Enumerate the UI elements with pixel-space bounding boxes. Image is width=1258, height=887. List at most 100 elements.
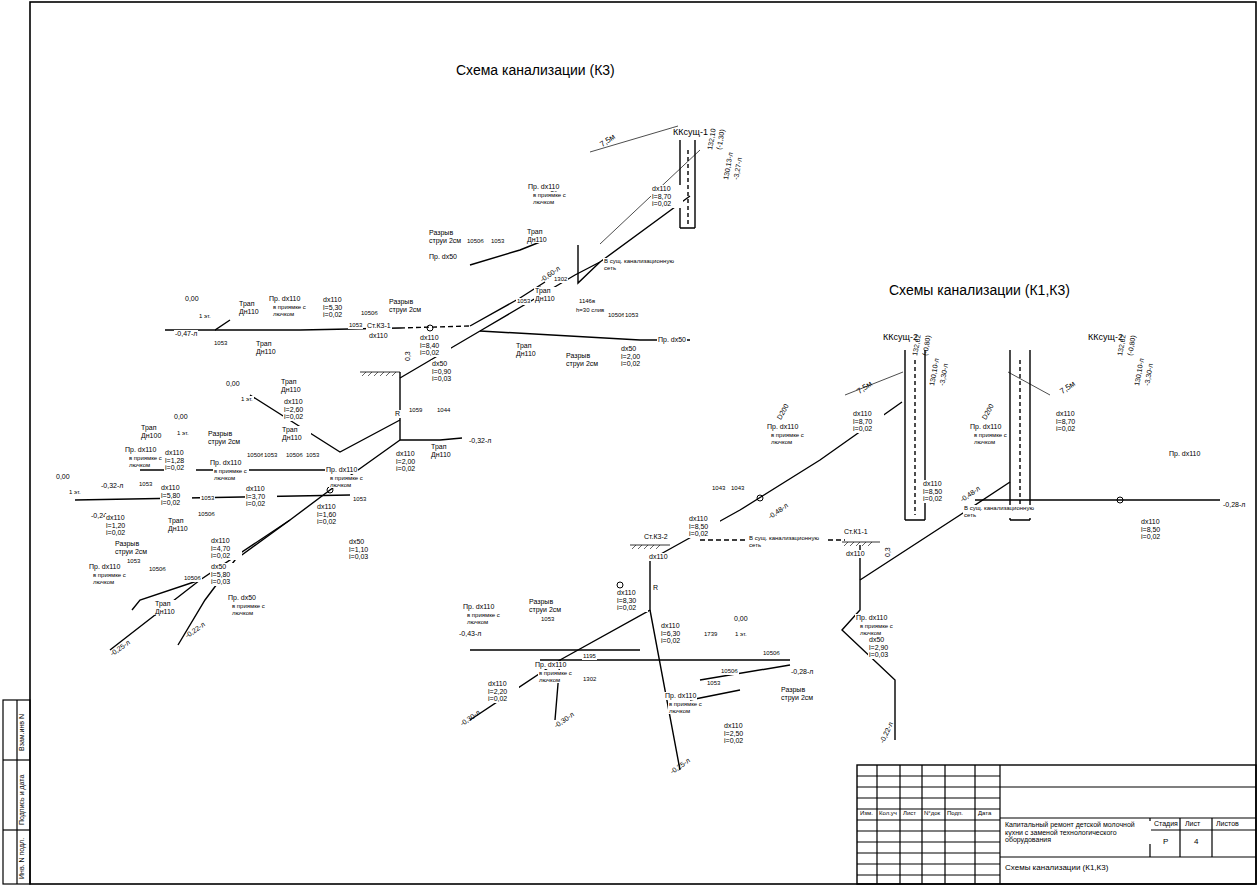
equipment-number: 1050б bbox=[762, 650, 781, 657]
elevation-mark: -0,43-л bbox=[458, 630, 482, 638]
pipe-label: в приямке с лючком bbox=[128, 455, 164, 468]
equipment-number: 1044 bbox=[436, 407, 451, 414]
pipe-label: Разрыв струи 2см bbox=[428, 229, 466, 244]
pipe-label: ККсущ-1 bbox=[672, 128, 709, 138]
equipment-number: 1146в bbox=[578, 298, 596, 305]
elevation-mark: -0,22-л bbox=[878, 720, 895, 745]
pipe-label: Пр. dx50 bbox=[227, 594, 257, 602]
pipe-label: Трап Дн100 bbox=[140, 424, 170, 439]
pipe-label: Дата bbox=[977, 810, 992, 817]
elevation-mark: 0,3 bbox=[884, 546, 892, 558]
pipe-label: в приямке с лючком bbox=[532, 192, 568, 205]
pipe-label: h=30 слив bbox=[575, 307, 605, 314]
pipe-label: 1 эт. bbox=[176, 430, 190, 437]
elevation-mark: -0,28-л bbox=[790, 668, 814, 676]
pipe-label: Кол.уч bbox=[878, 810, 898, 817]
pipe-label: dx110 l=8,40 i=0,02 bbox=[419, 334, 451, 357]
equipment-number: 1053 bbox=[706, 680, 721, 687]
pipe-label: Пр. dx110 bbox=[527, 183, 560, 191]
pipe-label: Ст.К3-2 bbox=[643, 533, 669, 541]
equipment-number: 1053 bbox=[348, 322, 363, 329]
pipe-label: Пр. dx110 bbox=[534, 661, 567, 669]
elevation-mark: -3,30-л bbox=[938, 362, 950, 387]
equipment-number: 1053 bbox=[540, 616, 555, 623]
elevation-mark: -0,30-л bbox=[458, 708, 482, 728]
pipe-label: Пр. dx110 bbox=[268, 295, 301, 303]
elevation-mark: -0,48-л bbox=[766, 501, 790, 521]
equipment-number: 1053 bbox=[126, 558, 141, 565]
pipe-label: Пр. dx110 bbox=[766, 423, 799, 431]
pipe-label: в приямке с лючком bbox=[770, 432, 806, 445]
elevation-mark: -0,25-л bbox=[668, 756, 692, 776]
equipment-number: 1043 bbox=[730, 485, 745, 492]
pipe-label: Подп. bbox=[946, 810, 964, 817]
pipe-label: dx110 l=8,50 i=0,02 bbox=[1140, 518, 1172, 541]
pipe-label: D200 bbox=[775, 402, 791, 422]
pipe-label: dx110 l=2,20 i=0,02 bbox=[487, 680, 519, 703]
equipment-number: 1302 bbox=[553, 276, 568, 283]
pipe-label: Пр. dx110 bbox=[88, 563, 121, 571]
pipe-label: Разрыв струи 2см bbox=[388, 298, 426, 313]
elevation-mark: -0,25-л bbox=[108, 638, 132, 658]
elevation-mark: -0,32-л bbox=[100, 482, 124, 490]
pipe-label: dx50 l=0,90 i=0,03 bbox=[431, 360, 463, 383]
pipe-label: dx110 l=8,50 i=0,02 bbox=[688, 515, 720, 538]
pipe-label: Ст.К3-1 bbox=[366, 322, 392, 330]
pipe-label: Пр. dx50 bbox=[428, 253, 458, 261]
elevation-mark: 0,00 bbox=[733, 615, 749, 623]
title-block-cell: Р bbox=[1162, 838, 1169, 847]
elevation-mark: -0,28-л bbox=[1222, 501, 1246, 509]
pipe-label: dx110 bbox=[845, 550, 866, 558]
pipe-label: dx110 l=6,30 i=0,02 bbox=[660, 622, 692, 645]
pipe-label: dx110 bbox=[368, 332, 389, 340]
elevation-mark: 0,3 bbox=[404, 350, 412, 362]
pipe-label: dx50 l=2,90 i=0,03 bbox=[868, 636, 900, 659]
pipe-label: Трап Дн110 bbox=[280, 378, 310, 393]
title-block-cell: 4 bbox=[1193, 838, 1199, 847]
pipe-label: Разрыв струи 2см bbox=[114, 540, 152, 555]
pipe-label: Пр. dx110 bbox=[969, 423, 1002, 431]
pipe-label: 1 эт. bbox=[198, 313, 212, 320]
equipment-number: 1053 bbox=[263, 452, 278, 459]
pipe-label: Лист bbox=[1184, 820, 1201, 828]
pipe-label: 1 эт. bbox=[734, 631, 748, 638]
pipe-label: в приямке с лючком bbox=[859, 623, 895, 636]
pipe-label: Изм. bbox=[859, 810, 874, 817]
pipe-label: Трап Дн110 bbox=[526, 228, 556, 243]
pipe-label: Листов bbox=[1215, 820, 1240, 828]
pipe-label: 1 эт. bbox=[240, 396, 254, 403]
pipe-label: в приямке с лючком bbox=[668, 701, 704, 714]
pipe-label: Пр. dx110 bbox=[1168, 450, 1201, 458]
pipe-label: dx110 l=2,60 i=0,02 bbox=[283, 398, 315, 421]
elevation-mark: (-0,80) bbox=[921, 334, 932, 358]
equipment-number: 1053 bbox=[305, 452, 320, 459]
equipment-number: 1050б bbox=[183, 575, 202, 582]
title-block-cell: Взам.инв N bbox=[18, 713, 26, 752]
elevation-mark: 0,00 bbox=[225, 380, 241, 388]
pipe-label: Трап Дн110 bbox=[534, 287, 564, 302]
pipe-label: Стадия bbox=[1153, 820, 1179, 828]
pipe-label: Трап Дн110 bbox=[515, 342, 545, 357]
pipe-label: dx50 l=2,00 i=0,02 bbox=[620, 345, 652, 368]
equipment-number: 1043 bbox=[711, 485, 726, 492]
pipe-label: dx110 bbox=[648, 553, 669, 561]
pipe-label: 7,5м bbox=[598, 132, 618, 150]
pipe-label: В сущ. канализационную сеть bbox=[603, 258, 675, 271]
pipe-label: в приямке с лючком bbox=[272, 304, 308, 317]
pipe-label: Трап Дн110 bbox=[154, 600, 184, 615]
pipe-label: D200 bbox=[980, 402, 996, 422]
pipe-label: в приямке с лючком bbox=[92, 572, 128, 585]
equipment-number: 1059 bbox=[408, 407, 423, 414]
pipe-label: 1 эт. bbox=[68, 489, 82, 496]
pipe-label: dx110 l=1,20 i=0,02 bbox=[105, 514, 137, 537]
pipe-label: Пр. dx110 bbox=[462, 603, 495, 611]
title-block-cell: Инв. N подл. bbox=[18, 837, 26, 880]
pipe-label: dx110 l=5,80 i=0,02 bbox=[160, 484, 192, 507]
equipment-number: 1053 bbox=[624, 312, 639, 319]
pipe-label: Пр. dx110 bbox=[209, 459, 242, 467]
pipe-label: в приямке с лючком bbox=[213, 468, 249, 481]
pipe-label: dx110 l=2,00 i=0,02 bbox=[395, 450, 427, 473]
pipe-label: dx110 l=8,70 i=0,02 bbox=[651, 185, 683, 208]
pipe-label: В сущ. канализационную сеть bbox=[963, 505, 1040, 518]
